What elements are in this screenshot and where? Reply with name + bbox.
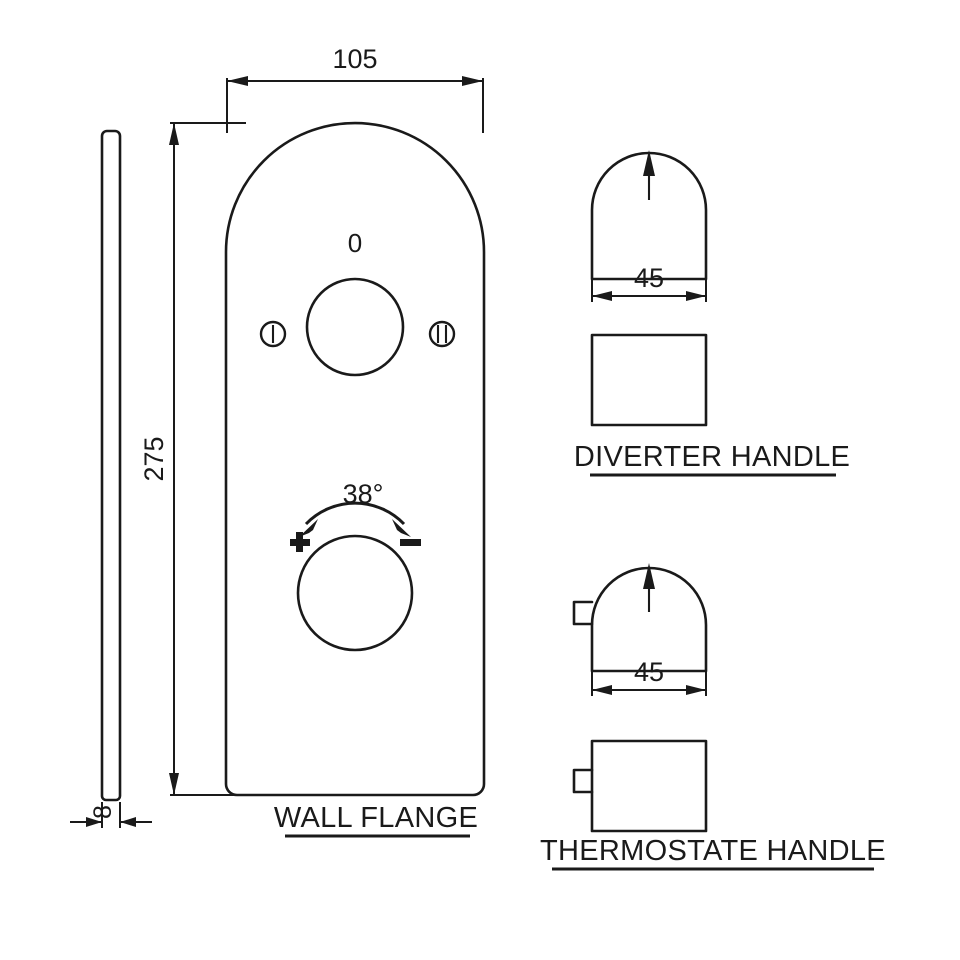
diverter-handle-plan-view (590, 333, 708, 427)
diverter-handle-caption-label: DIVERTER HANDLE (574, 441, 850, 473)
position-two-icon (428, 320, 456, 348)
diverter-zero-marker: 0 (348, 228, 362, 258)
height-dimension-275: 275 (139, 122, 246, 796)
thermostat-plus-tick (290, 532, 310, 552)
wall-flange-side-profile (100, 129, 122, 802)
width-dimension-105: 105 (226, 44, 484, 133)
diverter-knob-opening (305, 277, 405, 377)
position-one-icon (259, 320, 287, 348)
thermostate-handle-elevation-view (572, 563, 708, 673)
thermostate-width-dimension-label: 45 (634, 657, 664, 687)
thermostat-minus-tick (400, 539, 421, 546)
thermostate-up-arrow-icon (643, 563, 655, 612)
wall-flange-caption-label: WALL FLANGE (274, 802, 478, 834)
diverter-width-dimension-label: 45 (634, 263, 664, 293)
diverter-handle-caption: DIVERTER HANDLE (574, 441, 850, 477)
thickness-dimension-label: 8 (89, 805, 117, 819)
wall-flange-caption: WALL FLANGE (274, 802, 478, 838)
thermostate-handle-caption: THERMOSTATE HANDLE (540, 835, 886, 871)
thermostat-knob-opening (296, 534, 414, 652)
diverter-handle-elevation-view (590, 150, 708, 281)
height-dimension-label: 275 (139, 436, 169, 481)
thermostat-angle-label: 38° (343, 479, 384, 509)
thermostate-handle-caption-label: THERMOSTATE HANDLE (540, 835, 886, 867)
wall-flange-front-view (224, 121, 486, 797)
thermostate-handle-plan-view (572, 739, 708, 833)
diverter-width-dimension-45: 45 (591, 263, 707, 302)
thermostate-width-dimension-45: 45 (591, 657, 707, 696)
width-dimension-label: 105 (332, 44, 377, 74)
thermostat-angle-indicator: 38° (290, 479, 421, 552)
thermostate-side-lug-icon (572, 600, 594, 626)
thickness-dimension-8: 8 (70, 802, 152, 828)
diverter-up-arrow-icon (643, 150, 655, 200)
